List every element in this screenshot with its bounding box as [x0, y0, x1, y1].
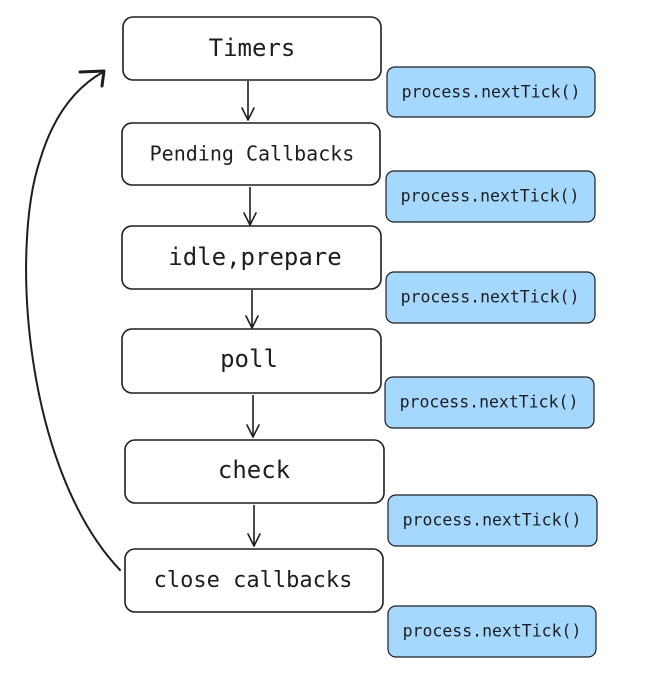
- next-tick-label: process.nextTick(): [401, 187, 580, 206]
- flow-arrow: [246, 395, 260, 438]
- phase-poll-label: poll: [220, 345, 278, 373]
- phase-check-label: check: [218, 456, 291, 484]
- phase-close-callbacks-label: close callbacks: [154, 568, 353, 593]
- next-tick-box: process.nextTick(): [385, 170, 596, 223]
- loop-back-arrowhead: [78, 69, 106, 88]
- next-tick-box: process.nextTick(): [385, 271, 596, 324]
- phase-timers: Timers: [122, 16, 382, 81]
- loop-back-arrow: [25, 71, 121, 571]
- flow-arrow: [241, 81, 255, 121]
- phase-idle-prepare-label: idle,prepare: [168, 243, 341, 271]
- phase-check: check: [124, 439, 385, 504]
- next-tick-box: process.nextTick(): [387, 494, 598, 547]
- next-tick-label: process.nextTick(): [400, 393, 579, 412]
- flow-arrow: [243, 187, 257, 226]
- phase-pending-callbacks-label: Pending Callbacks: [150, 142, 355, 166]
- next-tick-label: process.nextTick(): [403, 511, 582, 530]
- next-tick-box: process.nextTick(): [384, 376, 595, 429]
- flow-arrow: [247, 505, 261, 547]
- next-tick-box: process.nextTick(): [387, 605, 597, 658]
- next-tick-label: process.nextTick(): [402, 83, 581, 102]
- next-tick-box: process.nextTick(): [386, 66, 596, 118]
- phase-idle-prepare: idle,prepare: [121, 225, 382, 290]
- next-tick-label: process.nextTick(): [401, 288, 580, 307]
- flow-arrow: [245, 290, 259, 329]
- phase-timers-label: Timers: [209, 34, 296, 62]
- next-tick-label: process.nextTick(): [403, 622, 582, 641]
- phase-close-callbacks: close callbacks: [124, 548, 384, 613]
- phase-poll: poll: [121, 328, 382, 394]
- phase-pending-callbacks: Pending Callbacks: [121, 122, 381, 186]
